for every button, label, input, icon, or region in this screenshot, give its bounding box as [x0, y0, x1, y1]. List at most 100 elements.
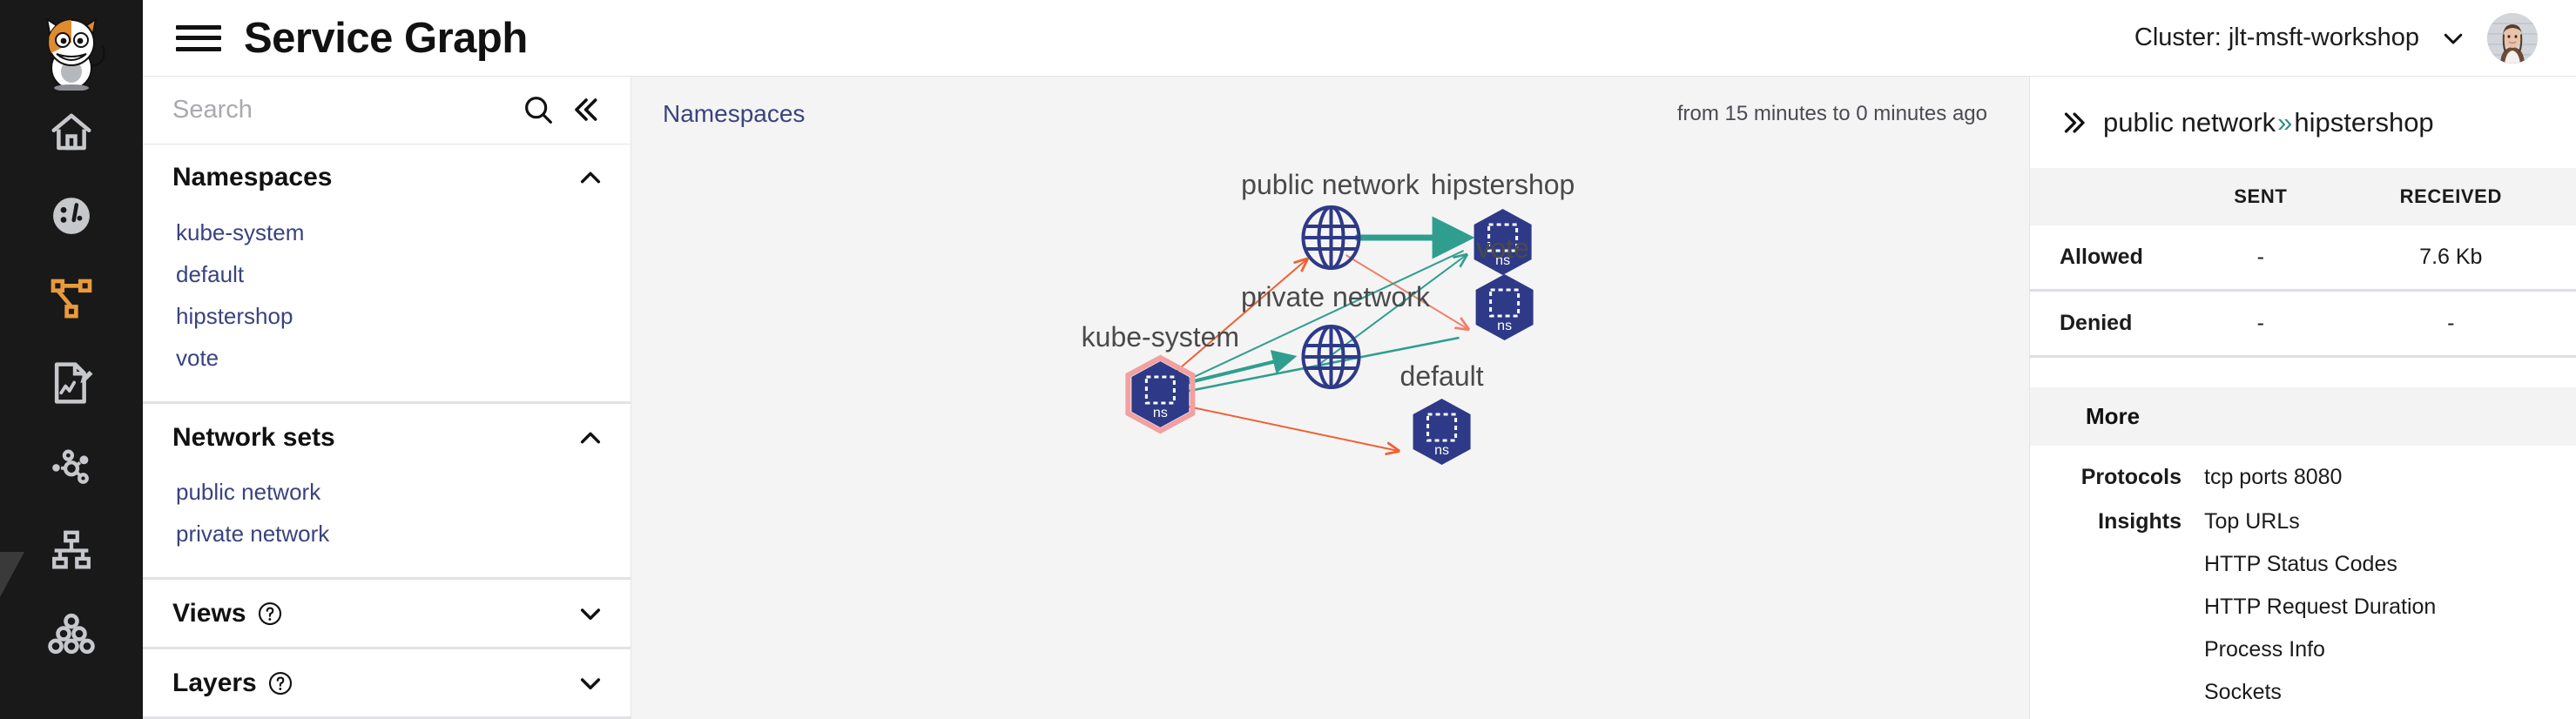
alert-ring — [1125, 354, 1196, 434]
spacer — [143, 554, 631, 577]
section-title: Namespaces — [172, 163, 333, 192]
help-icon[interactable] — [257, 601, 283, 627]
namespace-node-shape: ns — [1475, 274, 1534, 340]
search-input[interactable] — [172, 95, 510, 124]
body-row: Namespaces kube-system default hipstersh… — [143, 77, 2576, 719]
divider — [143, 716, 631, 719]
network-sets-list: public network private network — [143, 471, 631, 577]
search-icon — [525, 97, 552, 124]
top-bar-right: Cluster: jlt-msft-workshop — [2134, 12, 2538, 64]
insight-http-status-codes[interactable]: HTTP Status Codes — [2204, 552, 2397, 576]
list-item-default[interactable]: default — [176, 260, 245, 287]
chevron-double-left-icon — [575, 98, 597, 122]
col-sent: SENT — [2195, 168, 2326, 225]
node-label: vote — [1476, 232, 1529, 264]
edge-kube-system-to-public-network[interactable] — [1163, 259, 1306, 382]
more-section-header[interactable]: More — [2030, 387, 2576, 446]
table-body: Allowed - 7.6 Kb Denied - - — [2030, 225, 2576, 358]
divider — [143, 647, 631, 649]
section-header-views[interactable]: Views — [143, 580, 631, 648]
insight-http-request-duration[interactable]: HTTP Request Duration — [2204, 595, 2437, 619]
icon-rail — [0, 0, 143, 719]
sidebar-item-network-hierarchy[interactable] — [0, 508, 143, 592]
canvas-header: Namespaces from 15 minutes to 0 minutes … — [631, 77, 2029, 151]
breadcrumb-arrow-icon: » — [2277, 106, 2293, 138]
namespace-node-shape: ns — [1125, 354, 1196, 434]
sidebar-item-policies[interactable] — [0, 341, 143, 425]
insight-sockets[interactable]: Sockets — [2204, 680, 2282, 704]
edge-public-network-to-vote[interactable] — [1345, 254, 1468, 329]
details-breadcrumb: public network » hipstershop — [2103, 107, 2434, 138]
list-item-vote[interactable]: vote — [176, 344, 219, 371]
filter-panel: Namespaces kube-system default hipstersh… — [143, 77, 631, 719]
list-item-private-network[interactable]: private network — [176, 520, 330, 547]
node-label: kube-system — [1082, 321, 1239, 353]
top-bar: Service Graph Cluster: jlt-msft-workshop — [143, 0, 2576, 77]
cell-denied-received: - — [2325, 290, 2576, 358]
sidebar-item-nodes[interactable] — [0, 425, 143, 508]
chevron-down-icon[interactable] — [577, 600, 604, 628]
home-icon — [51, 113, 91, 151]
section-header-layers[interactable]: Layers — [143, 649, 631, 717]
chevron-double-right-icon[interactable] — [2060, 107, 2091, 138]
details-panel: public network » hipstershop SENT RECEIV… — [2029, 77, 2576, 719]
list-item-kube-system[interactable]: kube-system — [176, 218, 305, 245]
list-item-public-network[interactable]: public network — [176, 478, 321, 505]
protocols-values: tcp ports 8080 — [2204, 465, 2342, 490]
protocols-label: Protocols — [2080, 465, 2182, 489]
sidebar-item-dashboard[interactable] — [0, 174, 143, 258]
node-public-network[interactable]: public network — [1241, 169, 1420, 270]
table-header: SENT RECEIVED — [2030, 168, 2576, 225]
spacer — [143, 379, 631, 401]
chevron-down-icon[interactable] — [2440, 25, 2466, 51]
edge-kube-system-to-default[interactable] — [1171, 402, 1398, 451]
list-item-hipstershop[interactable]: hipstershop — [176, 302, 293, 329]
page-title: Service Graph — [244, 14, 528, 62]
node-vote[interactable]: vote ns — [1475, 232, 1534, 340]
sidebar-item-cluster-mesh[interactable] — [0, 592, 143, 675]
chevron-up-icon[interactable] — [577, 164, 604, 192]
chevron-up-icon[interactable] — [577, 424, 604, 452]
section-header-namespaces[interactable]: Namespaces — [143, 144, 631, 212]
cell-denied-sent: - — [2195, 290, 2326, 358]
avatar[interactable] — [2487, 12, 2538, 64]
node-default[interactable]: default ns — [1400, 360, 1484, 465]
hamburger-menu-icon[interactable] — [172, 19, 225, 57]
edge-hipstershop-to-kube-system[interactable] — [1170, 250, 1465, 388]
node-type-tag: ns — [1497, 319, 1512, 333]
node-hipstershop[interactable]: hipstershop ns — [1431, 169, 1575, 275]
globe-icon — [1301, 325, 1361, 389]
cluster-selector-label[interactable]: Cluster: jlt-msft-workshop — [2134, 24, 2419, 51]
table-row: Allowed - 7.6 Kb — [2030, 225, 2576, 292]
insight-process-info[interactable]: Process Info — [2204, 637, 2325, 662]
search-button[interactable] — [519, 91, 557, 129]
edge-vote-to-kube-system[interactable] — [1171, 336, 1460, 394]
sidebar-item-home[interactable] — [0, 91, 143, 174]
cell-allowed-sent: - — [2195, 225, 2326, 292]
node-label: hipstershop — [1431, 169, 1575, 200]
details-header: public network » hipstershop — [2030, 77, 2576, 168]
calico-cat-logo — [45, 17, 105, 91]
cell-allowed-received: 7.6 Kb — [2325, 225, 2576, 292]
nodes-molecule-icon — [52, 449, 89, 484]
details-source[interactable]: public network — [2103, 106, 2276, 138]
details-target[interactable]: hipstershop — [2294, 106, 2434, 138]
col-blank — [2030, 168, 2195, 225]
help-icon[interactable] — [267, 670, 293, 696]
protocols-row: Protocols tcp ports 8080 — [2030, 446, 2576, 490]
section-header-network-sets[interactable]: Network sets — [143, 404, 631, 472]
section-title: Network sets — [172, 422, 335, 452]
node-private-network[interactable]: private network — [1241, 281, 1431, 389]
namespace-node-shape: ns — [1413, 399, 1471, 465]
namespace-list: kube-system default hipstershop vote — [143, 212, 631, 401]
chevron-down-icon[interactable] — [577, 669, 604, 697]
service-graph-canvas[interactable]: Namespaces from 15 minutes to 0 minutes … — [631, 77, 2029, 719]
divider — [143, 401, 631, 404]
node-kube-system[interactable]: kube-system ns — [1082, 321, 1239, 434]
collapse-panel-button[interactable] — [566, 91, 604, 129]
node-label: public network — [1241, 169, 1420, 200]
insight-top-urls[interactable]: Top URLs — [2204, 509, 2300, 534]
breadcrumb[interactable]: Namespaces — [663, 100, 806, 127]
sidebar-item-service-graph[interactable] — [0, 258, 143, 597]
